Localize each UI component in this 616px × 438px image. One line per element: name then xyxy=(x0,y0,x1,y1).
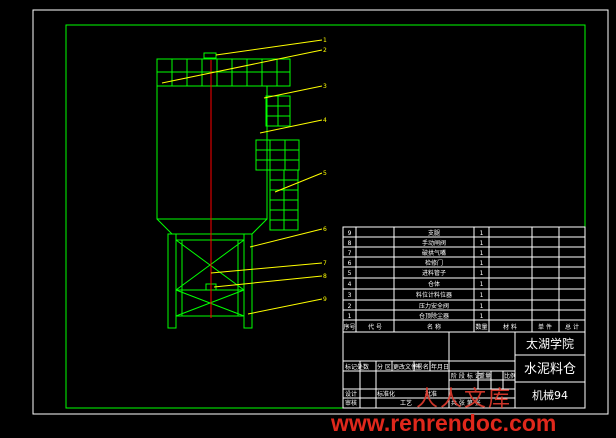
parts-row-name: 支腿 xyxy=(428,229,440,237)
dust-collector-top xyxy=(203,52,217,59)
parts-row-qty: 1 xyxy=(480,292,484,299)
parts-row-number: 3 xyxy=(348,292,352,299)
leg-left xyxy=(167,233,177,329)
balloon-number: 1 xyxy=(323,37,327,44)
parts-row-qty: 1 xyxy=(480,303,484,310)
parts-row-name: 仓体 xyxy=(428,280,440,288)
balloon-number: 4 xyxy=(323,117,327,124)
parts-header-cell: 代 号 xyxy=(368,323,382,331)
silo-body xyxy=(156,85,268,220)
parts-row-number: 5 xyxy=(348,270,352,277)
parts-row-qty: 1 xyxy=(480,313,484,320)
parts-header-cell: 数量 xyxy=(475,323,487,331)
parts-header-cell: 单 件 xyxy=(538,323,552,331)
balloon-number: 9 xyxy=(323,296,327,303)
inner-frame xyxy=(65,24,586,409)
parts-row-name: 压力安全阀 xyxy=(419,302,449,310)
title-stage-scale: 比例 xyxy=(504,372,516,380)
title-sheet-count: 共 张 第 张 xyxy=(451,399,481,407)
balloon-number: 3 xyxy=(323,83,327,90)
parts-row-number: 8 xyxy=(348,240,352,247)
leg-right xyxy=(243,233,253,329)
parts-row-name: 仓顶除尘器 xyxy=(419,312,449,320)
parts-row-name: 检修门 xyxy=(425,259,443,267)
parts-row-number: 1 xyxy=(348,313,352,320)
title-drawing-number: 机械94 xyxy=(532,388,568,402)
title-sign-date: 年月日 xyxy=(431,363,449,371)
parts-row-qty: 1 xyxy=(480,230,484,237)
silo-structure xyxy=(156,52,300,329)
parts-row-number: 9 xyxy=(348,230,352,237)
title-sign-change: 更改文件号 xyxy=(393,363,423,371)
title-block-text: 太湖学院 水泥料仓 机械94 标记处数 分 区 更改文件号 签 名 年月日 设计… xyxy=(345,336,576,407)
balloon-number: 7 xyxy=(323,260,327,267)
parts-row-number: 7 xyxy=(348,250,352,257)
parts-row-name: 手动闸阀 xyxy=(422,239,446,247)
parts-table xyxy=(342,226,586,333)
balloon-numbers: 1 2 3 4 5 6 7 8 9 xyxy=(323,37,327,303)
watermark-url[interactable]: www.renrendoc.com xyxy=(331,410,557,436)
parts-header-cell: 名 称 xyxy=(427,323,441,331)
outer-frame xyxy=(32,9,609,415)
parts-row-number: 4 xyxy=(348,281,352,288)
parts-row-qty: 1 xyxy=(480,281,484,288)
balloon-number: 5 xyxy=(323,170,327,177)
parts-header-cell: 材 料 xyxy=(503,323,517,331)
parts-header-cell: 总 计 xyxy=(565,323,579,331)
parts-row-qty: 1 xyxy=(480,250,484,257)
balloon-number: 8 xyxy=(323,273,327,280)
parts-table-text: 9 支腿 1 8 手动闸阀 1 7 破拱气嘴 1 6 检修门 1 5 进料管子 1 4 仓体 1 3 料位计料位器 1 2… xyxy=(343,229,578,331)
parts-row-qty: 1 xyxy=(480,270,484,277)
title-stage-weight: 重量 xyxy=(479,372,491,380)
title-role-design: 设计 xyxy=(345,390,357,398)
parts-header-cell: 序号 xyxy=(343,323,355,331)
parts-row-qty: 1 xyxy=(480,240,484,247)
parts-row-name: 料位计料位器 xyxy=(416,291,452,299)
title-role-process: 工艺 xyxy=(400,399,412,407)
parts-row-number: 2 xyxy=(348,303,352,310)
leader-lines xyxy=(161,39,323,315)
balloon-number: 2 xyxy=(323,47,327,54)
title-drawing-name: 水泥料仓 xyxy=(524,362,576,377)
parts-row-qty: 1 xyxy=(480,260,484,267)
watermark-site-name: 人人文库 xyxy=(416,387,513,412)
parts-row-number: 6 xyxy=(348,260,352,267)
title-sign-zone: 分 区 xyxy=(377,363,391,371)
title-school: 太湖学院 xyxy=(526,336,574,351)
parts-row-name: 进料管子 xyxy=(422,269,446,277)
title-role-approve: 批准 xyxy=(425,390,437,398)
balloon-number: 6 xyxy=(323,226,327,233)
title-sign-signature: 签 名 xyxy=(415,363,429,371)
title-role-review: 审核 xyxy=(345,399,357,407)
silo-cone xyxy=(156,218,268,235)
title-sign-mark: 标记处数 xyxy=(345,363,369,371)
title-stage-mark: 阶 段 标 记 xyxy=(451,372,481,380)
side-platform xyxy=(255,139,300,171)
title-block xyxy=(342,331,586,409)
parts-row-name: 破拱气嘴 xyxy=(422,249,446,257)
title-role-standard: 标准化 xyxy=(377,390,395,398)
